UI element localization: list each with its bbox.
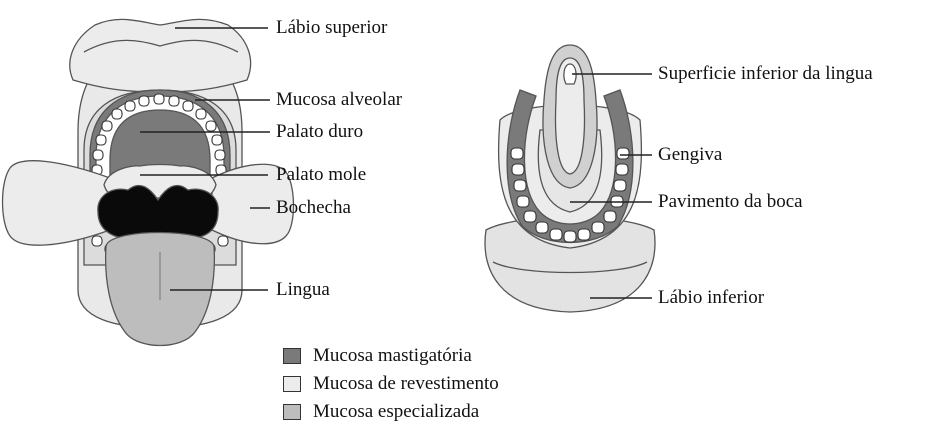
label-labio-superior: Lábio superior (276, 17, 387, 39)
legend-item-mastigatoria: Mucosa mastigatória (283, 345, 472, 367)
legend-swatch-especializada (283, 404, 301, 420)
label-superficie-inferior-lingua: Superficie inferior da lingua (658, 63, 873, 85)
label-labio-inferior: Lábio inferior (658, 287, 764, 309)
legend-label-revestimento: Mucosa de revestimento (313, 373, 499, 395)
label-palato-mole: Palato mole (276, 164, 366, 186)
legend-label-especializada: Mucosa especializada (313, 401, 479, 423)
left-cheek (3, 161, 111, 245)
label-gengiva: Gengiva (658, 144, 722, 166)
upper-mouth-view (3, 19, 294, 345)
legend-swatch-mastigatoria (283, 348, 301, 364)
label-mucosa-alveolar: Mucosa alveolar (276, 89, 402, 111)
upper-lip (70, 19, 251, 92)
lower-mouth-view (485, 45, 655, 312)
label-bochecha: Bochecha (276, 197, 351, 219)
legend-item-especializada: Mucosa especializada (283, 401, 479, 423)
legend-label-mastigatoria: Mucosa mastigatória (313, 345, 472, 367)
label-palato-duro: Palato duro (276, 121, 363, 143)
legend-swatch-revestimento (283, 376, 301, 392)
legend-item-revestimento: Mucosa de revestimento (283, 373, 499, 395)
label-pavimento-boca: Pavimento da boca (658, 191, 803, 213)
label-lingua: Lingua (276, 279, 330, 301)
